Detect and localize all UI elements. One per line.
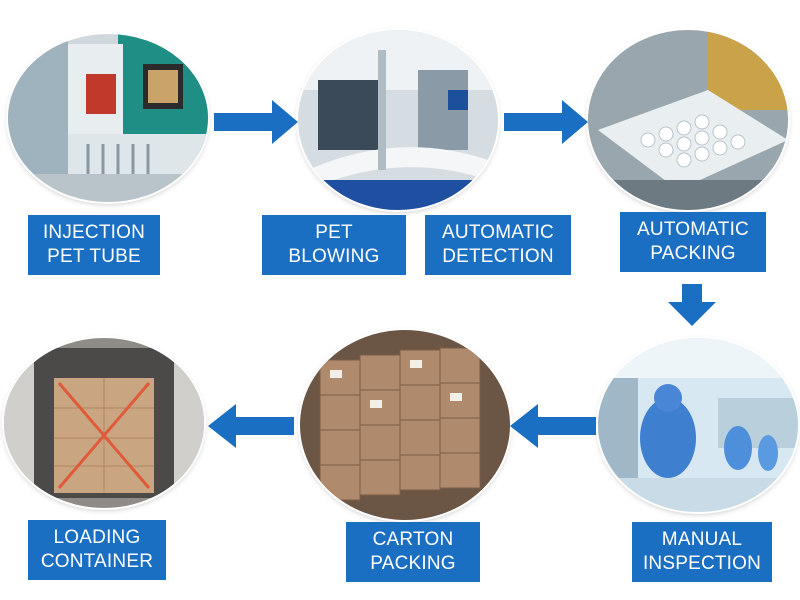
step-label-auto-packing: AUTOMATIC PACKING	[620, 212, 766, 272]
step-label-injection: INJECTION PET TUBE	[28, 215, 160, 275]
step-label-line1: INJECTION	[42, 222, 146, 243]
step-label-line2: BLOWING	[288, 246, 380, 267]
step-label-line1: AUTOMATIC	[637, 219, 749, 240]
bottle-tray-photo	[588, 30, 788, 210]
step-label-detection: AUTOMATIC DETECTION	[425, 215, 571, 275]
step-label-line1: MANUAL	[661, 529, 743, 550]
step-label-line2: CONTAINER	[40, 551, 154, 572]
carton-stack-photo	[300, 330, 510, 520]
step-label-line1: CARTON	[372, 529, 454, 550]
step-label-line2: DETECTION	[442, 246, 554, 267]
step-label-loading: LOADING CONTAINER	[28, 520, 166, 580]
container-photo	[4, 338, 204, 508]
cleanroom-workers-photo	[598, 338, 798, 512]
step-label-line2: INSPECTION	[642, 553, 762, 574]
step-label-line2: PET TUBE	[47, 246, 141, 267]
step-label-line2: PACKING	[370, 553, 456, 574]
arrow-down	[668, 284, 716, 326]
injection-machine-photo	[8, 34, 208, 202]
step-label-line1: LOADING	[53, 527, 141, 548]
step-label-line1: AUTOMATIC	[442, 222, 554, 243]
blowing-line-photo	[298, 30, 498, 210]
arrow-right-2	[504, 100, 588, 144]
step-label-carton-packing: CARTON PACKING	[346, 522, 480, 582]
arrow-right-1	[214, 100, 298, 144]
arrow-left-2	[208, 404, 294, 448]
step-label-manual-inspection: MANUAL INSPECTION	[632, 522, 772, 582]
step-label-line1: PET	[315, 222, 353, 243]
arrow-left-1	[510, 404, 596, 448]
step-label-line2: PACKING	[650, 243, 736, 264]
step-label-blowing: PET BLOWING	[262, 215, 406, 275]
